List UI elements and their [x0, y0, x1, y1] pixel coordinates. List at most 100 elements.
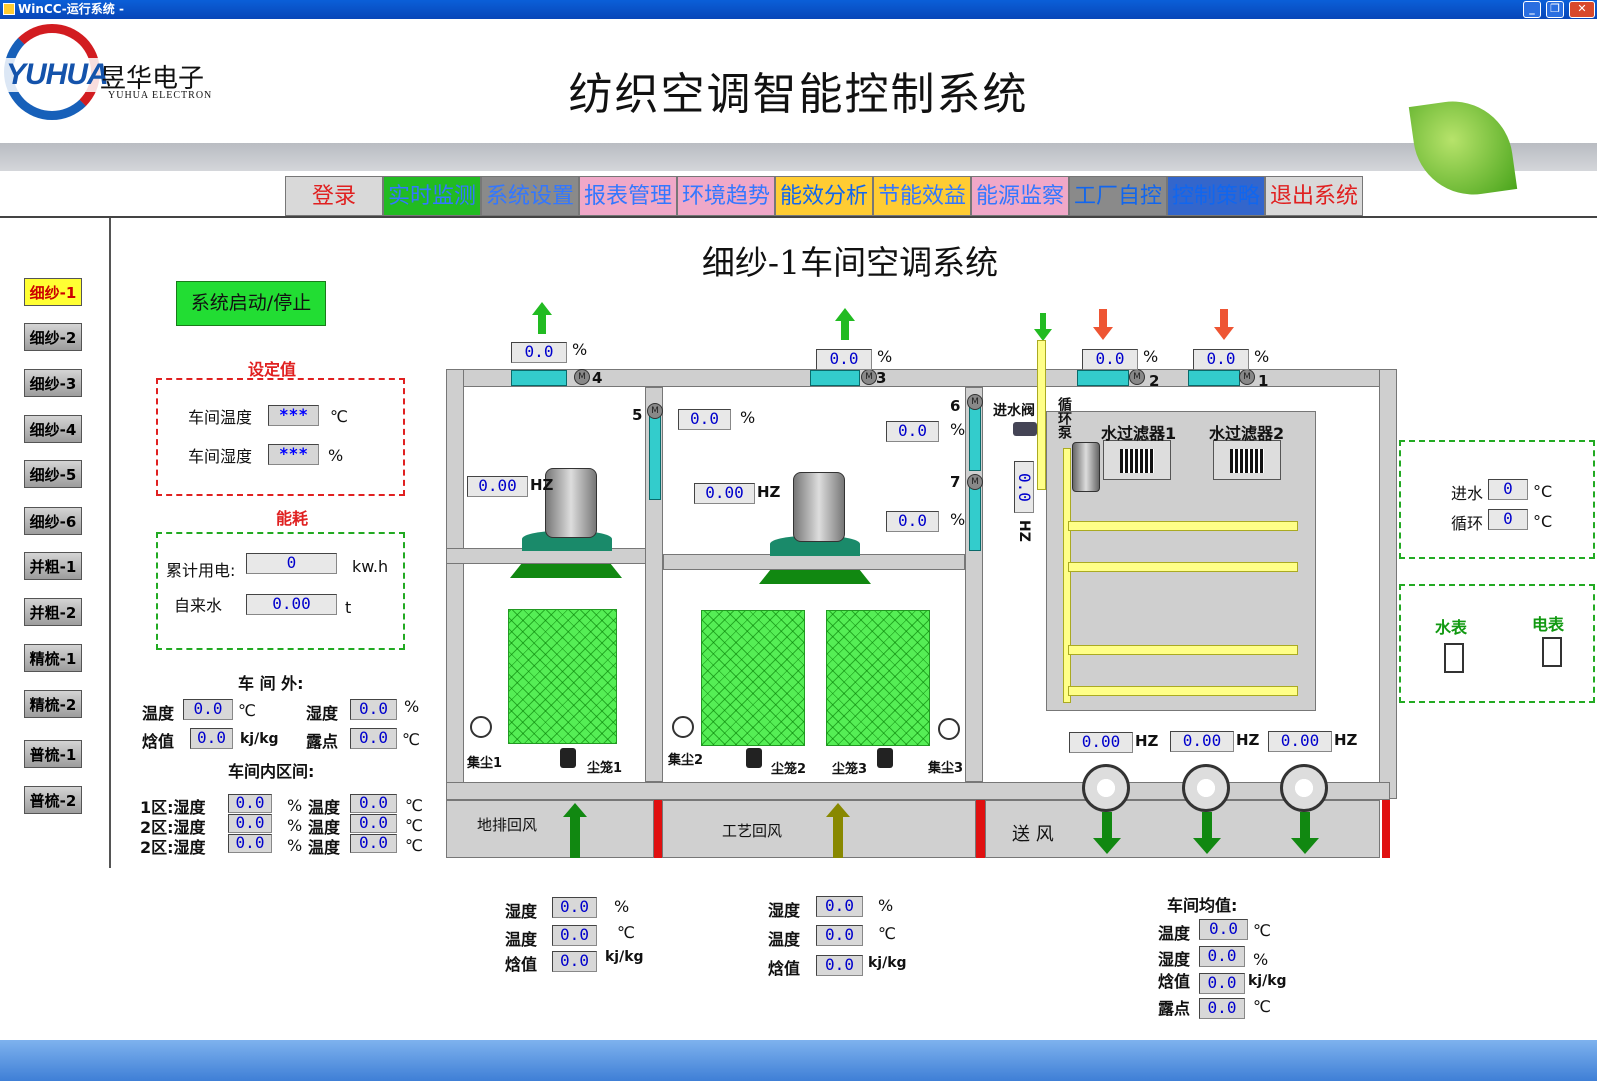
- close-button[interactable]: ✕: [1569, 1, 1595, 18]
- sidebar-item-3[interactable]: 细纱-3: [24, 369, 82, 397]
- dust-fan-icon: [938, 718, 960, 740]
- zone-hum-unit: %: [287, 796, 303, 815]
- avg-hum-label: 湿度: [1158, 950, 1191, 969]
- outside-hum-unit: %: [404, 697, 420, 716]
- sidebar-item-7[interactable]: 并粗-1: [24, 552, 82, 580]
- nav-10[interactable]: 控制策略: [1167, 176, 1265, 216]
- return-arrow-shaft: [570, 812, 580, 858]
- nav-2[interactable]: 实时监测: [383, 176, 481, 216]
- fan-motor-icon: [545, 468, 597, 538]
- sidebar-item-12[interactable]: 普梳-2: [24, 786, 82, 814]
- nav-11[interactable]: 退出系统: [1265, 176, 1363, 216]
- nav-8[interactable]: 能源监察: [971, 176, 1069, 216]
- damper-7[interactable]: [969, 487, 981, 551]
- energy-power-unit: kw.h: [352, 557, 389, 576]
- supply-fan-icon[interactable]: [1182, 764, 1230, 812]
- setpoint-hum-input[interactable]: ***: [268, 444, 319, 465]
- supply-fan-icon[interactable]: [1082, 764, 1130, 812]
- minimize-button[interactable]: _: [1523, 1, 1541, 18]
- zone-hum-unit: %: [287, 816, 303, 835]
- spray-header-pipe: [1068, 562, 1298, 572]
- mid-damper-pct-value: 0.0: [886, 511, 939, 532]
- zone-temp-label: 温度: [308, 838, 341, 857]
- dust-fan-icon: [470, 716, 492, 738]
- channel-separator: [654, 800, 662, 858]
- zone-hum-label: 2区:湿度: [140, 818, 206, 837]
- spray-riser-pipe: [1063, 448, 1071, 703]
- water-inlet-unit: °C: [1533, 482, 1553, 501]
- channel-separator: [976, 800, 985, 858]
- setpoint-box: [156, 378, 405, 496]
- company-name-cn: 昱华电子: [100, 64, 205, 94]
- exhaust-arrow-icon: [532, 302, 552, 315]
- sidebar-item-1[interactable]: 细纱-1: [24, 278, 82, 306]
- sidebar-item-5[interactable]: 细纱-5: [24, 460, 82, 488]
- sidebar-item-8[interactable]: 并粗-2: [24, 598, 82, 626]
- dust-cage-icon: [877, 748, 893, 768]
- zone-temp-label: 温度: [308, 798, 341, 817]
- damper-5[interactable]: [649, 410, 661, 500]
- fresh-air-arrow-icon: [1093, 327, 1113, 340]
- taskbar: [0, 1040, 1597, 1081]
- damper-1[interactable]: [1188, 370, 1240, 386]
- inlet-valve-icon[interactable]: [1013, 422, 1037, 436]
- circulation-pump-label: 循环泵: [1056, 397, 1072, 439]
- bottom-left-enth-label: 焓值: [505, 955, 538, 974]
- nav-3[interactable]: 系统设置: [481, 176, 579, 216]
- spray-header-pipe: [1068, 686, 1298, 696]
- sidebar-item-9[interactable]: 精梳-1: [24, 644, 82, 672]
- power-meter-icon[interactable]: [1542, 637, 1562, 667]
- app-icon: [3, 3, 15, 15]
- channel-separator: [1382, 800, 1390, 858]
- sidebar-item-2[interactable]: 细纱-2: [24, 323, 82, 351]
- sidebar-item-6[interactable]: 细纱-6: [24, 507, 82, 535]
- nav-1[interactable]: 登录: [285, 176, 383, 216]
- water-meter-icon[interactable]: [1444, 643, 1464, 673]
- supply-arrow-shaft: [1202, 812, 1212, 840]
- damper-4[interactable]: [511, 370, 567, 386]
- setpoint-hum-unit: %: [328, 446, 344, 465]
- damper-6[interactable]: [969, 407, 981, 471]
- mid-damper-pct-value: 0.0: [886, 421, 939, 442]
- supply-fan-hz-unit: HZ: [1135, 732, 1159, 750]
- dust-fan-icon: [672, 716, 694, 738]
- nav-7[interactable]: 节能效益: [873, 176, 971, 216]
- nav-4[interactable]: 报表管理: [579, 176, 677, 216]
- setpoint-temp-label: 车间温度: [188, 408, 253, 427]
- process-arrow-shaft: [833, 812, 843, 858]
- restore-button[interactable]: ❐: [1546, 1, 1564, 18]
- spray-header-pipe: [1068, 645, 1298, 655]
- bottom-mid-enth-label: 焓值: [768, 959, 801, 978]
- bottom-mid-hum-value: 0.0: [816, 896, 863, 917]
- outside-enth-value: 0.0: [190, 728, 233, 749]
- nav-6[interactable]: 能效分析: [775, 176, 873, 216]
- nav-5[interactable]: 环境趋势: [677, 176, 775, 216]
- dust-label: 集尘1: [467, 756, 503, 771]
- nav-9[interactable]: 工厂自控: [1069, 176, 1167, 216]
- sidebar-item-4[interactable]: 细纱-4: [24, 415, 82, 443]
- outside-hum-value: 0.0: [350, 699, 397, 720]
- system-start-stop-button[interactable]: 系统启动/停止: [176, 281, 326, 326]
- process-return-channel: [662, 800, 976, 858]
- supply-arrow-icon: [1093, 838, 1121, 854]
- damper-2[interactable]: [1077, 370, 1129, 386]
- zone-hum-value: 0.0: [228, 794, 272, 813]
- sidebar-item-11[interactable]: 普梳-1: [24, 740, 82, 768]
- supply-fan-icon[interactable]: [1280, 764, 1328, 812]
- zone-temp-value: 0.0: [350, 814, 397, 833]
- dust-label: 集尘3: [928, 761, 964, 776]
- bottom-left-temp-value: 0.0: [552, 925, 597, 946]
- setpoint-title: 设定值: [248, 360, 297, 379]
- water-temp-box: [1399, 440, 1595, 559]
- damper-motor-icon: M: [1239, 369, 1255, 385]
- circulation-pump-icon[interactable]: [1072, 442, 1100, 492]
- supply-fan-hz-value: 0.00: [1268, 731, 1332, 752]
- floor-return-channel: [446, 800, 654, 858]
- bottom-mid-hum-label: 湿度: [768, 901, 801, 920]
- setpoint-temp-unit: ℃: [330, 407, 348, 426]
- damper-3[interactable]: [810, 370, 860, 386]
- mid-damper-number: 6: [950, 397, 961, 415]
- fan-hz-value: 0.00: [694, 483, 755, 504]
- setpoint-temp-input[interactable]: ***: [268, 405, 319, 426]
- sidebar-item-10[interactable]: 精梳-2: [24, 690, 82, 718]
